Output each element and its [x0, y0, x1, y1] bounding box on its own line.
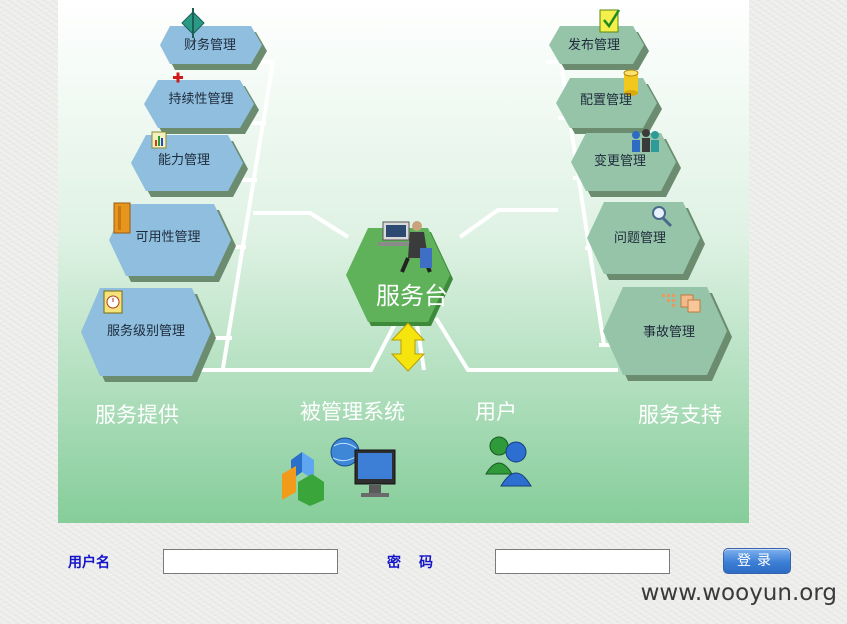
service-desk-label: 服务台 — [376, 282, 448, 310]
node-label-financial-management: 财务管理 — [184, 37, 236, 53]
hex-release-management[interactable] — [549, 26, 644, 64]
login-form: 用户名 密码 登录 — [0, 540, 847, 580]
node-label-service-level-management: 服务级别管理 — [107, 323, 185, 339]
category-service-support: 服务支持 — [638, 403, 722, 427]
node-label-capacity-management: 能力管理 — [158, 153, 210, 168]
hex-continuity-management[interactable] — [144, 80, 254, 128]
clock-document-icon — [103, 290, 123, 314]
itsm-diagram-banner: 财务管理 持续性管理 能力管理 可用性管理 服务级别管理 发布管理 配置管理 变… — [58, 0, 749, 523]
checkmark-document-icon — [599, 9, 621, 33]
hex-availability-management[interactable] — [109, 204, 231, 276]
login-button[interactable]: 登录 — [723, 548, 791, 574]
operator-at-desk-icon — [378, 221, 432, 273]
team-people-icon — [632, 129, 659, 152]
double-arrow-icon — [390, 322, 426, 372]
node-label-problem-management: 问题管理 — [614, 231, 666, 246]
category-service-delivery: 服务提供 — [95, 403, 179, 427]
colored-cubes-icon — [282, 452, 324, 506]
username-input[interactable] — [163, 549, 338, 574]
category-user: 用户 — [475, 400, 517, 424]
node-label-release-management: 发布管理 — [568, 37, 620, 53]
node-label-change-management: 变更管理 — [594, 153, 646, 169]
watermark-text: www.wooyun.org — [640, 580, 837, 606]
itsm-diagram: 财务管理 持续性管理 能力管理 可用性管理 服务级别管理 发布管理 配置管理 变… — [58, 0, 749, 523]
red-cross-icon — [173, 72, 183, 83]
node-label-availability-management: 可用性管理 — [135, 230, 200, 245]
hex-financial-management[interactable] — [160, 26, 262, 64]
password-label: 密码 — [387, 555, 451, 571]
bar-chart-icon — [151, 131, 167, 149]
users-messenger-icon — [485, 436, 532, 487]
node-label-configuration-management: 配置管理 — [580, 93, 632, 108]
username-label: 用户名 — [68, 555, 110, 571]
orange-binder-icon — [113, 202, 131, 234]
node-label-continuity-management: 持续性管理 — [168, 92, 233, 107]
monitor-icon — [354, 449, 396, 497]
diamond-compass-icon — [181, 8, 205, 38]
hex-problem-management[interactable] — [587, 202, 700, 274]
magnifier-icon — [652, 206, 673, 228]
category-managed-system: 被管理系统 — [300, 400, 405, 424]
sticky-notes-icon — [662, 294, 701, 313]
hex-capacity-management[interactable] — [131, 135, 243, 191]
database-cylinder-icon — [623, 69, 639, 96]
node-label-incident-management: 事故管理 — [643, 325, 695, 340]
password-input[interactable] — [495, 549, 670, 574]
